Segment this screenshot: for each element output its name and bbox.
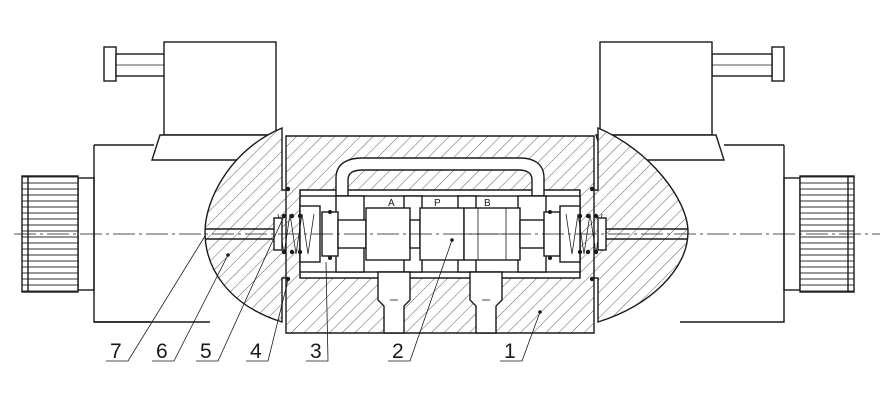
- port-label-p: P: [434, 198, 441, 209]
- port-label-a: A: [388, 198, 395, 209]
- callout-1: 1: [504, 340, 516, 363]
- callout-2: 2: [392, 340, 404, 363]
- callout-6: 6: [156, 340, 168, 363]
- port-a-bottom: [377, 271, 411, 334]
- port-label-b: B: [484, 198, 491, 209]
- callout-7: 7: [110, 340, 122, 363]
- callout-5: 5: [200, 340, 212, 363]
- left-end-cap: [204, 126, 301, 323]
- right-solenoid: [595, 41, 855, 323]
- port-b-bottom: [469, 271, 503, 334]
- left-tube-body: [93, 145, 210, 323]
- callout-4: 4: [250, 340, 262, 363]
- callout-leaders: [106, 215, 542, 362]
- left-connector-plug: [103, 46, 117, 82]
- left-coil-housing: [163, 41, 277, 136]
- right-coil-housing: [599, 41, 713, 136]
- right-connector-plug: [771, 46, 785, 82]
- right-tube-body: [680, 145, 785, 323]
- right-end-cap: [579, 126, 689, 323]
- callout-3: 3: [310, 340, 322, 363]
